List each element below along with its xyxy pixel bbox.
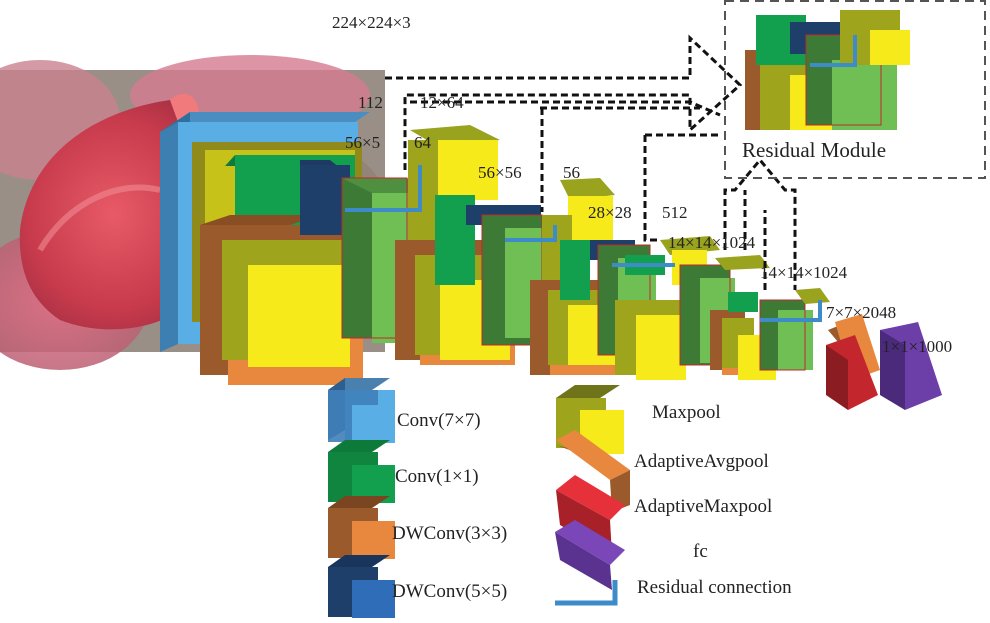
dashed-arrows <box>385 34 797 290</box>
size-label-14a: 14×14×1024 <box>668 233 756 252</box>
legend-label-fc: fc <box>693 541 708 562</box>
input-size-label: 224×224×3 <box>332 13 411 32</box>
legend-label-adaptive-maxpool: AdaptiveMaxpool <box>634 496 773 517</box>
size-label-14b: 14×14×1024 <box>760 263 848 282</box>
size-label-56-channels: 64 <box>414 133 431 152</box>
size-label-28x28: 28×28 <box>588 203 632 222</box>
legend-label-conv1: Conv(1×1) <box>395 466 479 487</box>
legend-label-maxpool: Maxpool <box>652 402 721 423</box>
network-blocks <box>160 112 942 410</box>
legend-label-residual: Residual connection <box>637 577 792 598</box>
size-label-56: 56 <box>563 163 580 182</box>
dwconv3-block-icon <box>328 496 395 559</box>
legend-label-dwconv3: DWConv(3×3) <box>392 523 508 544</box>
size-label-1x1: 1×1×1000 <box>882 337 953 356</box>
legend-label-conv7: Conv(7×7) <box>397 410 481 431</box>
legend-label-dwconv5: DWConv(5×5) <box>392 581 508 602</box>
size-label-112: 112 <box>358 93 383 112</box>
residual-connection-icon <box>555 580 618 606</box>
size-label-112-channels: 12×64 <box>420 93 464 112</box>
residual-module-title: Residual Module <box>742 138 887 162</box>
size-label-56a: 56×5 <box>345 133 381 152</box>
fc-block-icon <box>555 520 625 590</box>
dwconv5-block-icon <box>328 555 395 618</box>
residual-connections <box>345 165 822 322</box>
conv1-block-icon <box>328 440 395 503</box>
legend-label-avgpool: AdaptiveAvgpool <box>634 451 769 472</box>
size-label-512: 512 <box>662 203 688 222</box>
size-label-7x7: 7×7×2048 <box>826 303 897 322</box>
size-label-56x56: 56×56 <box>478 163 522 182</box>
residual-module <box>724 0 986 179</box>
conv7-block-icon <box>328 378 395 443</box>
legend-icons <box>328 378 630 618</box>
